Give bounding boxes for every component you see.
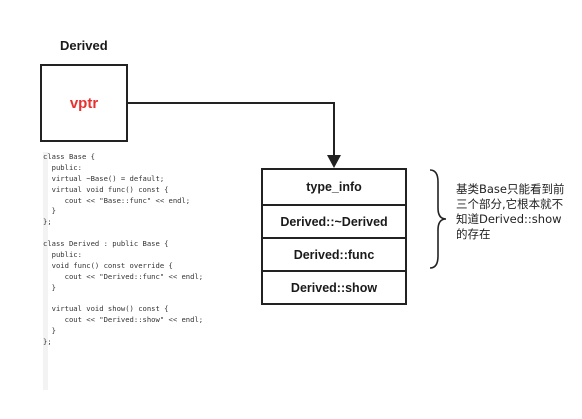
code-line: } [43,282,56,292]
vtable-row-show: Derived::show [263,270,405,303]
code-line: public: [43,250,82,260]
code-line: virtual void show() const { [43,304,169,314]
code-gutter [43,152,48,390]
code-line: virtual void func() const { [43,184,169,194]
code-line: }; [43,217,52,227]
code-line: } [43,206,56,216]
code-line [43,228,243,239]
code-line: cout << "Base::func" << endl; [43,195,191,205]
object-title: Derived [60,38,108,53]
derived-object-box: vptr [40,64,128,142]
code-line: cout << "Derived::show" << endl; [43,315,204,325]
code-line [43,294,243,305]
curly-brace-icon [429,169,447,269]
code-line: }; [43,337,52,347]
code-line: class Base { [43,152,95,161]
note-text: 基类Base只能看到前三个部分,它根本就不知道Derived::show的存在 [456,182,565,241]
code-line: } [43,326,56,336]
vtable-row-destructor: Derived::~Derived [263,204,405,237]
code-line: cout << "Derived::func" << endl; [43,271,204,281]
vtable-row-type-info: type_info [306,180,362,194]
code-line: void func() const override { [43,260,173,270]
vptr-label: vptr [69,94,99,112]
vtable-row-func: Derived::func [263,237,405,270]
code-line: virtual ~Base() = default; [43,173,165,183]
code-line: public: [43,162,82,172]
vtable: type_info Derived::~Derived Derived::fun… [261,168,407,305]
code-line: class Derived : public Base { [43,239,169,249]
code-block: class Base { public: virtual ~Base() = d… [43,152,243,348]
